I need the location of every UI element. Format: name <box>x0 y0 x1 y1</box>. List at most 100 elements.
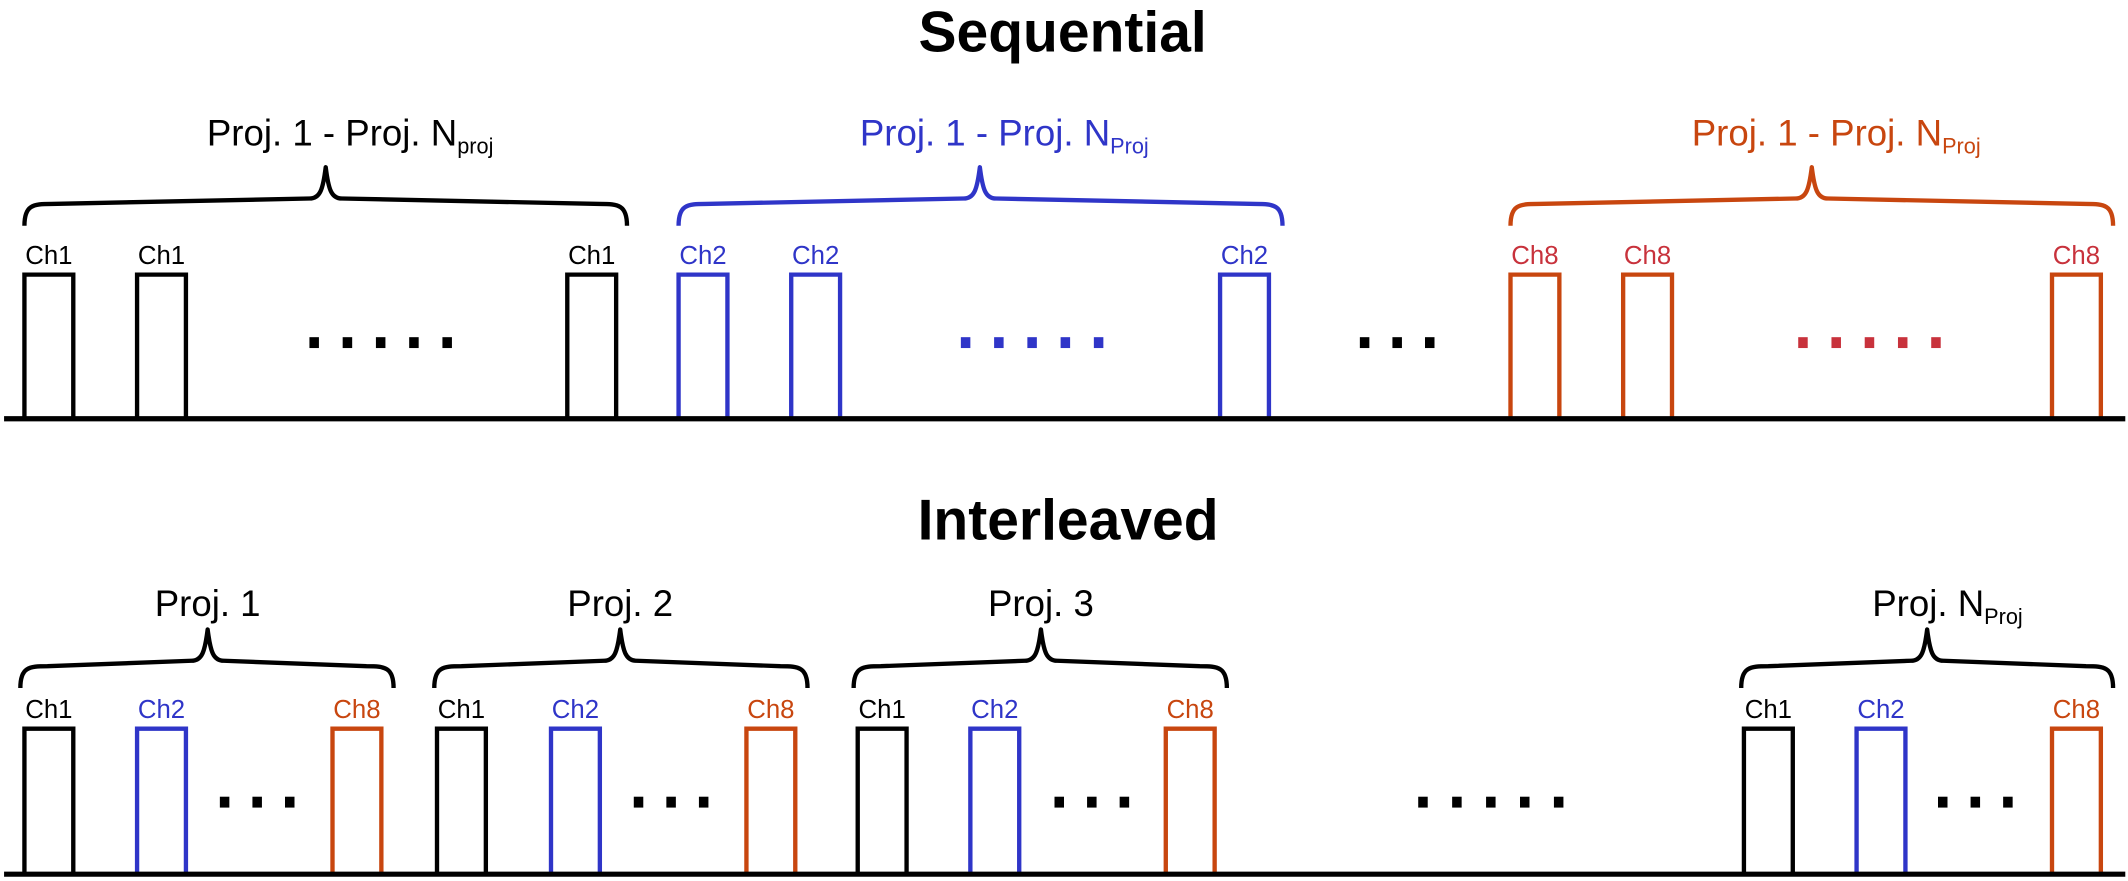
ellipsis-dot <box>442 337 452 349</box>
projection-label: Proj. NProj <box>1872 583 2023 629</box>
pulse-ch8 <box>1620 272 1675 418</box>
ellipsis-dot <box>1798 337 1808 349</box>
channel-label: Ch1 <box>25 242 72 270</box>
interleaved-section: Proj. 1 Ch1 Ch2 Ch8 Proj. 2 Ch1 Ch2 Ch8 Proj. 3 C… <box>4 583 2126 877</box>
curly-bracket <box>851 627 1230 689</box>
channel-label: Ch8 <box>2053 696 2100 724</box>
interleaved-group-2: Proj. 2 Ch1 Ch2 Ch8 <box>432 583 810 873</box>
ellipsis-dot-between <box>1553 796 1564 808</box>
ellipsis-dot-between <box>1520 796 1530 808</box>
ellipsis-dot-between <box>1359 337 1370 349</box>
projection-label: Proj. 3 <box>988 583 1094 624</box>
projection-range-label: Proj. 1 - Proj. Nproj <box>207 112 494 158</box>
pulse-ch2 <box>789 272 843 418</box>
channel-label: Ch1 <box>138 242 185 270</box>
pulse-ch8 <box>1508 272 1562 418</box>
ellipsis-dot <box>1831 337 1841 349</box>
ellipsis-dot <box>342 337 353 349</box>
ellipsis-dot <box>309 337 319 349</box>
ellipsis-dot <box>409 337 419 349</box>
ellipsis-dot <box>1060 337 1071 349</box>
channel-label: Ch8 <box>1167 696 1214 724</box>
pulse-ch1 <box>22 726 76 873</box>
projection-label-subscript: Proj <box>1984 604 2023 629</box>
ellipsis-dot <box>633 796 644 808</box>
ellipsis-dot <box>960 337 971 349</box>
ellipsis-dot-between <box>1392 337 1402 349</box>
pulse-ch8 <box>744 726 798 873</box>
ellipsis-dot-between <box>1418 796 1428 808</box>
channel-label: Ch1 <box>25 696 72 724</box>
ellipsis-dot <box>1027 337 1037 349</box>
projection-range-label-subscript: Proj <box>1110 134 1149 159</box>
curly-bracket <box>432 627 810 689</box>
pulse-ch8 <box>2049 272 2104 418</box>
projection-label: Proj. 1 <box>155 583 261 624</box>
pulse-ch1 <box>434 726 489 873</box>
pulse-ch8 <box>2049 726 2104 873</box>
ellipsis-dot <box>1938 796 1948 808</box>
channel-label: Ch1 <box>438 696 485 724</box>
sequential-title: Sequential <box>919 1 1207 65</box>
channel-label: Ch1 <box>568 242 615 270</box>
pulse-ch1 <box>134 272 189 418</box>
ellipsis-dot <box>1970 796 1981 808</box>
projection-range-label-subscript: proj <box>457 134 493 159</box>
ellipsis-dot <box>666 796 676 808</box>
ellipsis-dot-between <box>1486 796 1496 808</box>
curly-bracket <box>22 165 630 226</box>
channel-label: Ch2 <box>1221 242 1268 270</box>
projection-range-label: Proj. 1 - Proj. NProj <box>1692 112 1981 158</box>
ellipsis-dot <box>994 337 1004 349</box>
projection-range-label-subscript: Proj <box>1942 134 1981 159</box>
channel-label: Ch2 <box>1857 696 1904 724</box>
ellipsis-dot <box>1054 796 1064 808</box>
pulse-ch2 <box>1854 726 1908 873</box>
projection-range-label: Proj. 1 - Proj. NProj <box>860 112 1149 158</box>
ellipsis-dot <box>1897 337 1908 349</box>
ellipsis-dot <box>1931 337 1941 349</box>
channel-label: Ch8 <box>747 696 794 724</box>
channel-label: Ch8 <box>1511 242 1558 270</box>
curly-bracket <box>676 165 1285 226</box>
pulse-ch8 <box>1163 726 1217 873</box>
ellipsis-dot <box>2003 796 2013 808</box>
pulse-ch1 <box>22 272 76 418</box>
channel-label: Ch2 <box>792 242 839 270</box>
pulse-ch1 <box>565 272 619 418</box>
ellipsis-dot <box>252 796 262 808</box>
ellipsis-dot-between <box>1425 337 1435 349</box>
pulse-ch2 <box>134 726 189 873</box>
interleaved-title: Interleaved <box>918 489 1219 553</box>
ellipsis-dot <box>1093 337 1104 349</box>
pulse-ch1 <box>855 726 909 873</box>
ellipsis-dot <box>698 796 709 808</box>
channel-label: Ch2 <box>679 242 726 270</box>
pulse-ch2 <box>548 726 603 873</box>
channel-label: Ch1 <box>1745 696 1792 724</box>
pulse-ch2 <box>1217 272 1272 418</box>
pulse-ch2 <box>968 726 1022 873</box>
channel-label: Ch1 <box>858 696 905 724</box>
curly-bracket <box>1739 627 2116 689</box>
ellipsis-dot <box>219 796 230 808</box>
ellipsis-dot <box>1864 337 1875 349</box>
interleaved-group-1: Proj. 1 Ch1 Ch2 Ch8 <box>18 583 396 873</box>
channel-label: Ch8 <box>333 696 380 724</box>
projection-label: Proj. 2 <box>567 583 673 624</box>
channel-label: Ch2 <box>138 696 185 724</box>
ellipsis-dot <box>1119 796 1130 808</box>
channel-label: Ch2 <box>552 696 599 724</box>
pulse-ch1 <box>1741 726 1795 873</box>
ellipsis-dot <box>375 337 386 349</box>
ellipsis-dot <box>285 796 295 808</box>
ellipsis-dot-between <box>1452 796 1462 808</box>
pulse-ch8 <box>330 726 384 873</box>
